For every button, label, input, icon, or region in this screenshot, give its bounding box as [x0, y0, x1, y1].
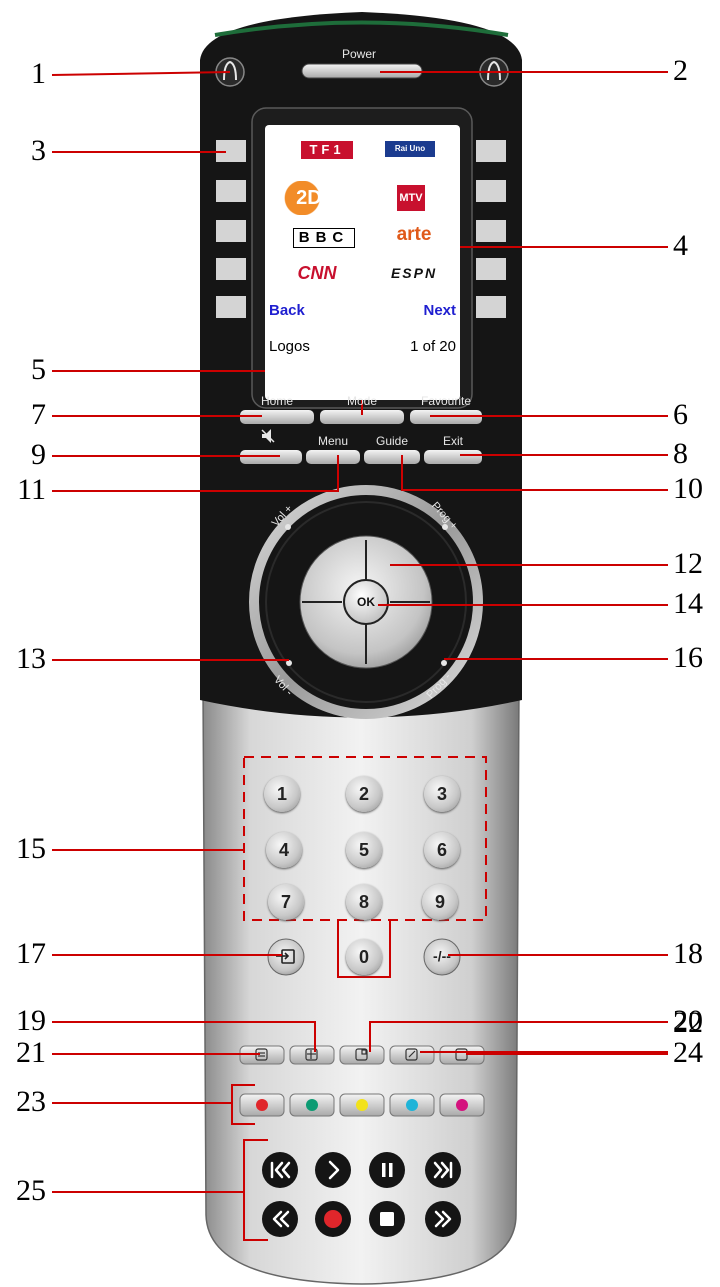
guide-label: Guide: [375, 434, 409, 448]
callout-5: 5: [31, 353, 46, 386]
skip-back-icon: [262, 1152, 298, 1188]
callout-6: 6: [673, 398, 688, 431]
callout-23: 23: [16, 1085, 46, 1118]
callout-10: 10: [673, 472, 703, 505]
play-icon: [315, 1152, 351, 1188]
ok-label: OK: [357, 595, 375, 609]
callout-18: 18: [673, 937, 703, 970]
callout-15: 15: [16, 832, 46, 865]
callout-20: 20: [673, 1004, 703, 1037]
digit-8-button[interactable]: 8: [346, 884, 382, 920]
logo-bbc[interactable]: BBC: [293, 228, 355, 248]
ok-button: [343, 579, 389, 625]
callout-25: 25: [16, 1174, 46, 1207]
exit-button: [424, 450, 482, 464]
logo-espn[interactable]: ESPN: [390, 265, 438, 281]
callout-19: 19: [16, 1004, 46, 1037]
next-link[interactable]: Next: [423, 302, 456, 319]
digit-5-button[interactable]: 5: [346, 832, 382, 868]
teletext-icon: [255, 1048, 468, 1061]
lcd-screen: TF1 Rai Uno 2DF MTV BBC arte CNN ESPN Ba…: [265, 125, 460, 400]
callout-12: 12: [673, 547, 703, 580]
digit-7-button[interactable]: 7: [268, 884, 304, 920]
screen-mode-label: Logos: [269, 338, 310, 355]
mute-icon: [261, 429, 275, 443]
skip-forward-icon: [425, 1152, 461, 1188]
pause-icon: [369, 1152, 405, 1188]
dash-button: [423, 938, 461, 976]
color-key-dot-2[interactable]: [306, 1099, 318, 1111]
color-key-dot-3[interactable]: [356, 1099, 368, 1111]
callout-14: 14: [673, 587, 703, 620]
power-label: Power: [342, 47, 377, 61]
guide-button: [364, 450, 420, 464]
digit-6-button[interactable]: 6: [424, 832, 460, 868]
color-key-dot-1[interactable]: [256, 1099, 268, 1111]
menu-label: Menu: [317, 434, 349, 448]
right-soft-keys: [476, 140, 506, 318]
screen-page-counter: 1 of 20: [410, 338, 456, 355]
mode-label: Mode: [346, 394, 378, 408]
callout-4: 4: [673, 229, 688, 262]
teletext-buttons: [239, 1045, 485, 1065]
home-label: Home: [260, 394, 293, 408]
digit-0-button[interactable]: 0: [346, 939, 382, 975]
media-buttons: [262, 1152, 461, 1237]
logo-rai-uno[interactable]: Rai Uno: [385, 141, 435, 157]
favourite-label: Favourite: [420, 394, 472, 408]
callout-16: 16: [673, 641, 703, 674]
logo-mtv[interactable]: MTV: [397, 185, 425, 211]
menu-button: [306, 450, 360, 464]
logo-arte[interactable]: arte: [396, 224, 432, 245]
callout-24: 24: [673, 1036, 703, 1069]
back-link[interactable]: Back: [269, 302, 305, 319]
callout-2: 2: [673, 54, 688, 87]
exit-label: Exit: [442, 434, 463, 448]
logo-zdf[interactable]: 2DF: [283, 181, 347, 215]
digit-1-button[interactable]: 1: [264, 776, 300, 812]
keypad-outline: [243, 756, 487, 921]
callout-1: 1: [31, 57, 46, 90]
dash-label: -/--: [433, 948, 451, 964]
home-button: [240, 410, 314, 424]
digit-9-button[interactable]: 9: [422, 884, 458, 920]
digit-2-button[interactable]: 2: [346, 776, 382, 812]
callout-7: 7: [31, 398, 46, 431]
navigation-ring: [249, 485, 483, 719]
logo-cnn[interactable]: CNN: [297, 263, 337, 283]
logo-tf1[interactable]: TF1: [301, 141, 353, 159]
digit-4-button[interactable]: 4: [266, 832, 302, 868]
callout-3: 3: [31, 134, 46, 167]
callout-13: 13: [16, 642, 46, 675]
callout-8: 8: [673, 437, 688, 470]
leader-lines: [51, 71, 668, 1193]
callout-9: 9: [31, 438, 46, 471]
callout-11: 11: [17, 473, 46, 506]
mode-button: [320, 410, 404, 424]
callout-21: 21: [16, 1036, 46, 1069]
color-key-dot-4[interactable]: [406, 1099, 418, 1111]
callout-17: 17: [16, 937, 46, 970]
digit-3-button[interactable]: 3: [424, 776, 460, 812]
color-key-dot-5[interactable]: [456, 1099, 468, 1111]
left-soft-keys: [216, 140, 246, 318]
callout-22: 22: [673, 1006, 703, 1039]
